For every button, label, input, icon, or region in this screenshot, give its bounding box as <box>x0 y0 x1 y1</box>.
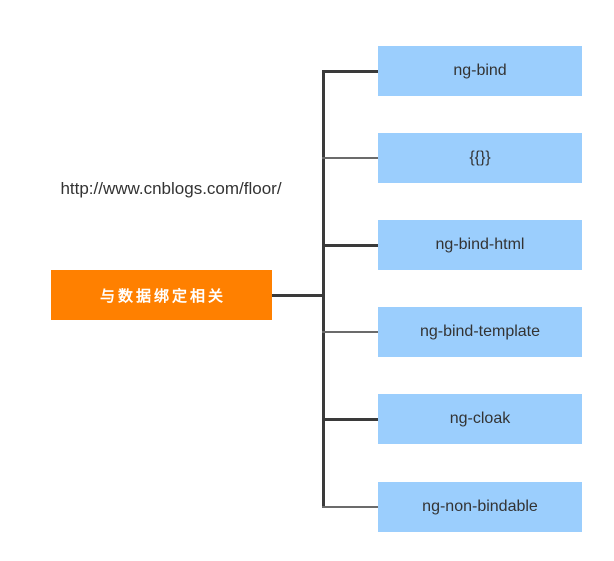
leaf-node-5[interactable]: ng-cloak <box>378 394 582 444</box>
source-url-caption: http://www.cnblogs.com/floor/ <box>60 179 282 198</box>
leaf-node-label: ng-non-bindable <box>422 498 538 515</box>
leaf-node-label: {{}} <box>469 149 491 166</box>
trunk-connector-line <box>322 71 325 508</box>
leaf-node-label: ng-cloak <box>449 410 511 427</box>
root-connector-stub <box>272 294 324 297</box>
leaf-node-6[interactable]: ng-non-bindable <box>378 482 582 532</box>
branch-connector-5 <box>322 418 379 421</box>
leaf-node-label: ng-bind-template <box>419 323 541 340</box>
branch-connector-2 <box>322 157 379 159</box>
branch-connector-4 <box>322 331 379 333</box>
leaf-node-label: ng-bind <box>453 62 507 79</box>
branch-connector-6 <box>322 506 379 508</box>
root-node[interactable]: 与数据绑定相关 <box>51 270 272 320</box>
leaf-node-label: ng-bind-html <box>435 236 525 253</box>
root-node-label: 与数据绑定相关 <box>99 287 226 305</box>
leaf-node-3[interactable]: ng-bind-html <box>378 220 582 270</box>
leaf-node-4[interactable]: ng-bind-template <box>378 307 582 357</box>
leaf-node-2[interactable]: {{}} <box>378 133 582 183</box>
leaf-node-1[interactable]: ng-bind <box>378 46 582 96</box>
branch-connector-3 <box>322 244 379 247</box>
branch-connector-1 <box>322 70 379 73</box>
